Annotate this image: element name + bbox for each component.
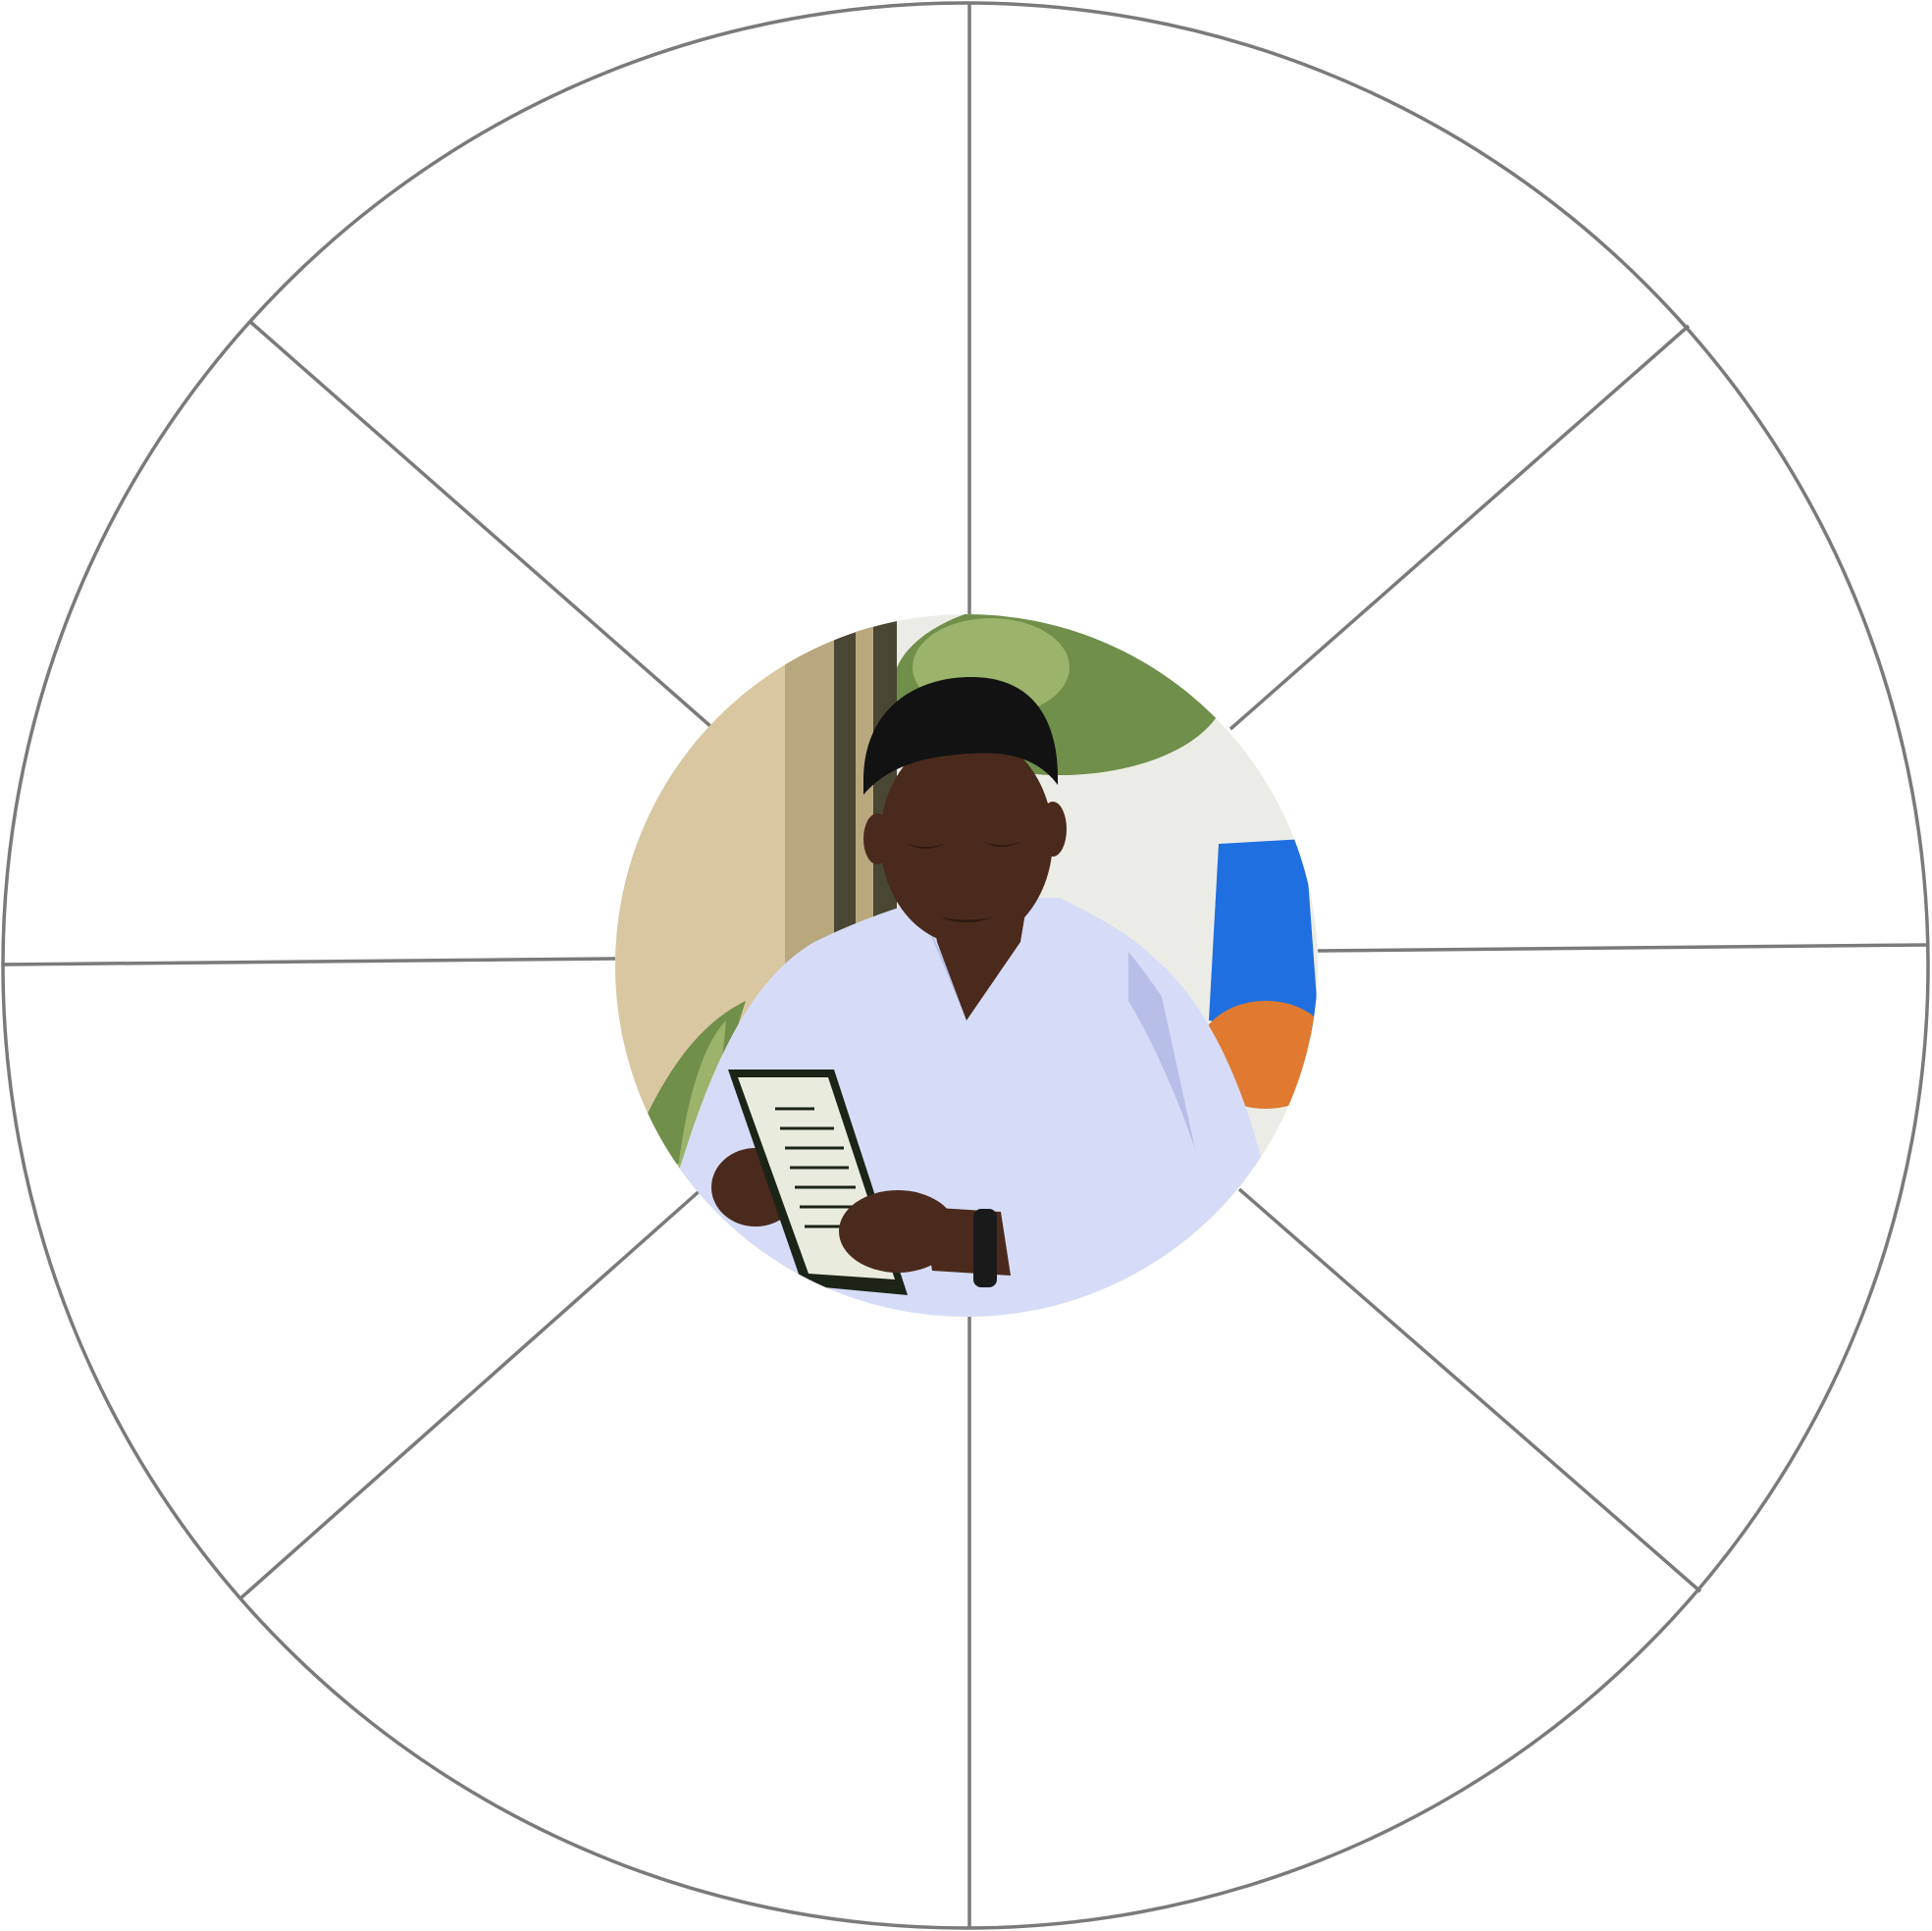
wheel-spokes: [3, 3, 1927, 1928]
spoke-bottom-right: [1237, 1187, 1702, 1593]
spoke-top-right: [1228, 324, 1691, 731]
photo-ear-right: [1039, 802, 1067, 857]
photo-watch: [973, 1209, 997, 1287]
spoke-bottom-left: [237, 1186, 705, 1601]
photo-hair: [863, 677, 1059, 795]
photo-forearm-right: [922, 1207, 1011, 1276]
photo-eye-right: [983, 842, 1020, 847]
photo-ear-left: [863, 813, 891, 864]
photo-eye-left: [908, 844, 944, 849]
photo-face: [880, 733, 1053, 945]
spoke-right: [1317, 943, 1927, 953]
photo-blue-panel: [1209, 839, 1318, 1040]
center-photo: [615, 614, 1318, 1317]
spoke-left: [3, 957, 616, 966]
photo-arm-right: [991, 957, 1266, 1266]
photo-mouth: [940, 917, 993, 922]
spoke-top-left: [247, 319, 712, 728]
